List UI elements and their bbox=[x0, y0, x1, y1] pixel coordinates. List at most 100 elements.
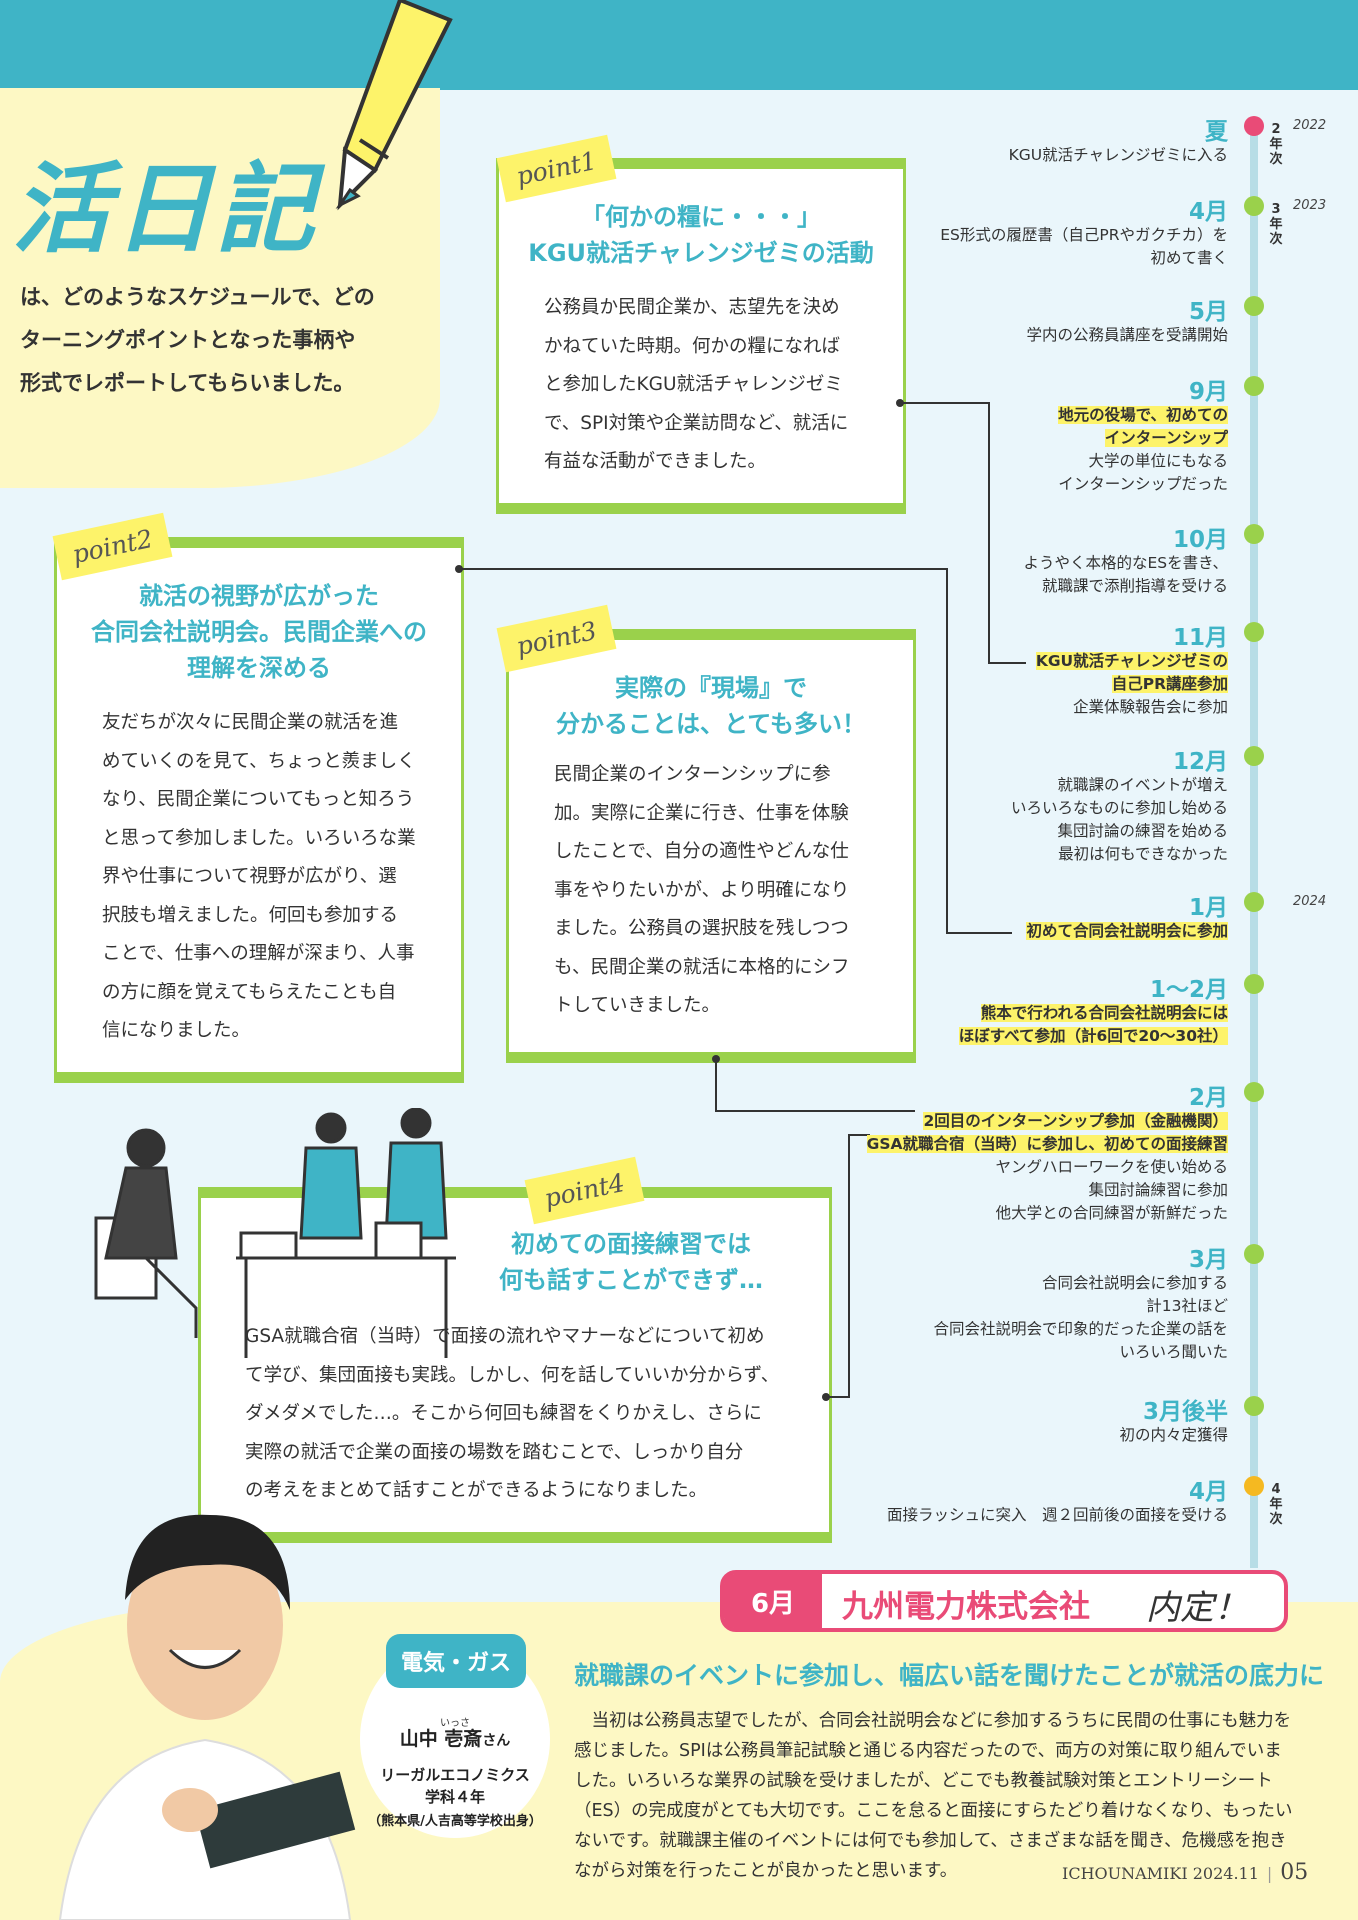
timeline-text: 就職課のイベントが増えいろいろなものに参加し始める集団討論の練習を始める最初は何… bbox=[1011, 774, 1228, 866]
timeline-node bbox=[1244, 974, 1264, 994]
timeline-line: ようやく本格的なESを書き、 bbox=[1023, 554, 1228, 572]
intro-text: は、どのようなスケジュールで、どの ターニングポイントとなった事柄や 形式でレポ… bbox=[20, 276, 420, 405]
timeline-year: 2024 bbox=[1293, 894, 1327, 909]
timeline-line: 初めて合同会社説明会に参加 bbox=[1026, 922, 1228, 940]
timeline-node bbox=[1244, 746, 1264, 766]
timeline-text: 2回目のインターンシップ参加（金融機関） GSA就職合宿（当時）に参加し、初めての… bbox=[866, 1110, 1228, 1225]
timeline-line: 集団討論の練習を始める bbox=[1057, 822, 1228, 840]
timeline-month: 5月 bbox=[1188, 299, 1228, 325]
timeline-line: ほぼすべて参加（計6回で20〜30社） bbox=[958, 1027, 1228, 1045]
timeline-node bbox=[1244, 622, 1264, 642]
connector-dot bbox=[896, 399, 904, 407]
pen-icon bbox=[335, 0, 453, 211]
point1-body: 公務員か民間企業か、志望先を決めかねていた時期。何かの糧になればと参加したKGU… bbox=[544, 297, 849, 472]
timeline-text: 熊本で行われる合同会社説明会にはほぼすべて参加（計6回で20〜30社） bbox=[958, 1002, 1228, 1048]
page-title: 活日記 bbox=[12, 153, 319, 267]
point2-card: 就活の視野が広がった合同会社説明会。民間企業への理解を深める 友だちが次々に民間… bbox=[54, 537, 464, 1083]
connector bbox=[848, 1134, 870, 1136]
timeline-month: 12月 bbox=[1172, 749, 1228, 775]
timeline-line: 初の内々定獲得 bbox=[1119, 1426, 1228, 1444]
connector-dot bbox=[712, 1055, 720, 1063]
timeline-line: GSA就職合宿（当時）に参加し、初めての面接練習 bbox=[866, 1135, 1228, 1153]
timeline-line: 学内の公務員講座を受講開始 bbox=[1026, 326, 1228, 344]
timeline-text: 学内の公務員講座を受講開始 bbox=[1026, 324, 1228, 347]
point4-card: 初めての面接練習では何も話すことができず… GSA就職合宿（当時）で面接の流れや… bbox=[198, 1187, 832, 1543]
timeline-month: 3月後半 bbox=[1142, 1399, 1228, 1425]
timeline-text: 面接ラッシュに突入 週２回前後の面接を受ける bbox=[887, 1504, 1228, 1527]
page-footer: ICHOUNAMIKI 2024.11|05 bbox=[1062, 1860, 1309, 1885]
connector bbox=[946, 568, 948, 934]
connector bbox=[988, 402, 990, 664]
timeline-node bbox=[1244, 1244, 1264, 1264]
timeline-line: ヤングハローワークを使い始める bbox=[995, 1158, 1228, 1176]
timeline-node bbox=[1244, 892, 1264, 912]
timeline-node bbox=[1244, 1082, 1264, 1102]
timeline-line: 就職課で添削指導を受ける bbox=[1041, 577, 1228, 595]
name-ruby: いっさ bbox=[440, 1718, 470, 1729]
timeline-line: KGU就活チャレンジゼミに入る bbox=[1008, 146, 1228, 164]
story-body: 当初は公務員志望でしたが、合同会社説明会などに参加するうちに民間の仕事にも魅力を… bbox=[574, 1711, 1293, 1881]
timeline-line: 面接ラッシュに突入 週２回前後の面接を受ける bbox=[886, 1506, 1228, 1524]
intro-line: は、どのようなスケジュールで、どの bbox=[20, 285, 375, 309]
timeline-text: KGU就活チャレンジゼミの自己PR講座参加企業体験報告会に参加 bbox=[1035, 650, 1228, 719]
timeline-year: 2022 bbox=[1293, 118, 1327, 133]
timeline-text: KGU就活チャレンジゼミに入る bbox=[1009, 144, 1228, 167]
timeline-line: 集団討論練習に参加 bbox=[1088, 1181, 1228, 1199]
timeline-node bbox=[1244, 196, 1264, 216]
student-major: リーガルエコノミクス学科４年 bbox=[380, 1766, 530, 1806]
timeline-node bbox=[1244, 1396, 1264, 1416]
interview-illustration bbox=[94, 1108, 456, 1358]
timeline-line: 最初は何もできなかった bbox=[1058, 845, 1228, 863]
connector bbox=[826, 1396, 850, 1398]
timeline-month: 4月 bbox=[1188, 1479, 1228, 1505]
timeline-grade: 3年次 bbox=[1269, 202, 1283, 247]
timeline-month: 9月 bbox=[1188, 379, 1228, 405]
timeline-month: 夏 bbox=[1205, 119, 1228, 145]
timeline-month: 3月 bbox=[1188, 1247, 1228, 1273]
student-photo bbox=[58, 1514, 356, 1920]
timeline-line: 熊本で行われる合同会社説明会には bbox=[980, 1004, 1228, 1022]
timeline-grade: 4年次 bbox=[1269, 1482, 1283, 1527]
timeline-line: インターンシップ bbox=[1104, 429, 1228, 447]
timeline-node bbox=[1244, 376, 1264, 396]
intro-line: ターニングポイントとなった事柄や bbox=[20, 328, 356, 352]
timeline-month: 10月 bbox=[1172, 527, 1228, 553]
result-company: 九州電力株式会社 bbox=[842, 1589, 1090, 1625]
connector-dot bbox=[822, 1393, 830, 1401]
department-badge: 電気・ガス bbox=[386, 1634, 526, 1688]
timeline-line: 企業体験報告会に参加 bbox=[1072, 698, 1228, 716]
point4-body: GSA就職合宿（当時）で面接の流れやマナーなどについて初めて学び、集団面接も実践… bbox=[245, 1326, 780, 1501]
timeline-line: KGU就活チャレンジゼミの bbox=[1035, 652, 1228, 670]
timeline-text: 地元の役場で、初めてのインターンシップ大学の単位にもなるインターンシップだった bbox=[1058, 404, 1228, 496]
timeline-line: いろいろ聞いた bbox=[1119, 1343, 1228, 1361]
timeline-month: 4月 bbox=[1188, 199, 1228, 225]
timeline-text: ようやく本格的なESを書き、就職課で添削指導を受ける bbox=[1023, 552, 1228, 598]
timeline-line: 合同会社説明会で印象的だった企業の話を bbox=[933, 1320, 1228, 1338]
timeline-line: 自己PR講座参加 bbox=[1111, 675, 1228, 693]
timeline-line: 計13社ほど bbox=[1146, 1297, 1228, 1315]
timeline-month: 1〜2月 bbox=[1149, 977, 1228, 1003]
timeline-month: 1月 bbox=[1188, 895, 1228, 921]
connector bbox=[715, 1058, 717, 1112]
timeline-node bbox=[1244, 1476, 1264, 1496]
point1-title: 「何かの糧に・・・」 KGU就活チャレンジゼミの活動 bbox=[528, 203, 874, 267]
point2-body: 友だちが次々に民間企業の就活を進めていくのを見て、ちょっと羨ましくなり、民間企業… bbox=[102, 712, 416, 1041]
student-hometown: （熊本県/人吉高等学校出身） bbox=[368, 1814, 542, 1829]
timeline-text: 初めて合同会社説明会に参加 bbox=[1026, 920, 1228, 943]
story-headline: 就職課のイベントに参加し、幅広い話を聞けたことが就活の底力に bbox=[574, 1661, 1325, 1690]
timeline-line: ES形式の履歴書（自己PRやガクチカ）を bbox=[940, 226, 1228, 244]
connector bbox=[900, 402, 988, 404]
timeline-text: 合同会社説明会に参加する計13社ほど合同会社説明会で印象的だった企業の話をいろい… bbox=[933, 1272, 1228, 1364]
timeline-line: 2回目のインターンシップ参加（金融機関） bbox=[923, 1112, 1228, 1130]
point3-body: 民間企業のインターンシップに参加。実際に企業に行き、仕事を体験したことで、自分の… bbox=[554, 764, 850, 1016]
timeline-node bbox=[1244, 116, 1264, 136]
timeline-line: 合同会社説明会に参加する bbox=[1041, 1274, 1228, 1292]
connector bbox=[848, 1134, 850, 1398]
connector bbox=[988, 662, 1026, 664]
top-banner bbox=[0, 0, 1358, 90]
timeline-axis bbox=[1250, 118, 1258, 1568]
timeline-line: いろいろなものに参加し始める bbox=[1010, 799, 1228, 817]
timeline-month: 11月 bbox=[1172, 625, 1228, 651]
timeline-line: 地元の役場で、初めての bbox=[1058, 406, 1228, 424]
timeline-node bbox=[1244, 524, 1264, 544]
